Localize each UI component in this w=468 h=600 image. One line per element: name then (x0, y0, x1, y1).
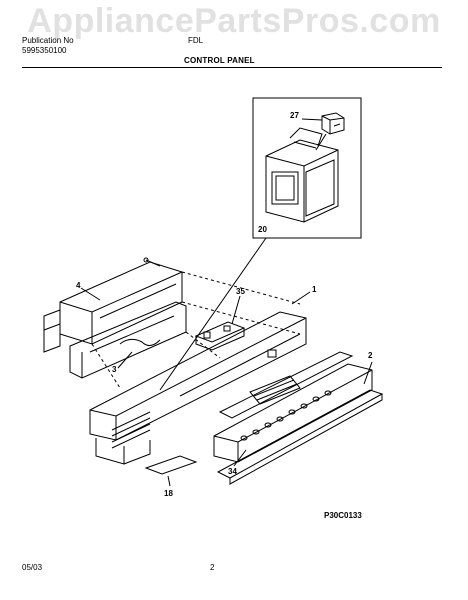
part-4-rear-housing (43, 261, 183, 353)
label-2: 2 (368, 351, 373, 360)
assembly-guide-lines (91, 271, 301, 389)
part-20-dispenser (265, 127, 339, 223)
front-button-panel (213, 363, 373, 463)
ribbon-harness (249, 375, 301, 405)
label-4: 4 (76, 281, 81, 290)
label-27: 27 (290, 111, 299, 120)
leader-3 (117, 351, 133, 369)
watermark: AppliancePartsPros.com (27, 2, 441, 40)
publication-info: Publication No 5995350100 (22, 36, 74, 56)
label-18: 18 (164, 489, 173, 498)
leader-35 (231, 295, 241, 325)
footer-date: 05/03 (22, 563, 43, 572)
inset-detail-frame (252, 97, 362, 239)
leader-27 (301, 118, 323, 121)
publication-number: 5995350100 (22, 46, 67, 55)
leader-4 (80, 287, 101, 301)
leader-18 (167, 475, 171, 487)
leader-27-to-20 (315, 133, 327, 151)
part-27-connector (321, 112, 345, 135)
part-18-nameplate (144, 455, 198, 475)
inset-callout-line (159, 237, 267, 391)
part-35-switch-board (194, 321, 246, 351)
part-3-circuit-board (69, 301, 187, 379)
part-1-control-console (89, 311, 307, 465)
label-20: 20 (258, 225, 267, 234)
leader-34 (233, 449, 247, 467)
label-34: 34 (228, 467, 237, 476)
leader-2 (363, 361, 373, 385)
label-1: 1 (312, 285, 317, 294)
footer-page-number: 2 (210, 563, 215, 572)
model-number: FDL (188, 36, 204, 45)
leader-1 (291, 291, 311, 305)
screw (143, 257, 161, 267)
label-3: 3 (112, 365, 117, 374)
publication-label: Publication No (22, 36, 74, 45)
page-title: CONTROL PANEL (184, 56, 255, 65)
part-34-keypad (218, 351, 354, 419)
diagram-reference-code: P30C0133 (324, 511, 362, 520)
header-rule (22, 67, 442, 68)
part-2-trim-strip (216, 389, 384, 485)
label-35: 35 (236, 287, 245, 296)
